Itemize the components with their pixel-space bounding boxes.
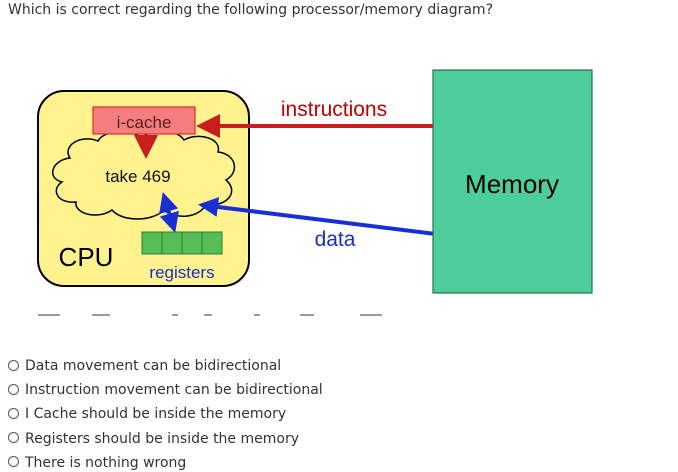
radio-button[interactable] bbox=[8, 432, 19, 444]
option-nothing-wrong[interactable]: There is nothing wrong bbox=[8, 451, 323, 472]
option-label: Registers should be inside the memory bbox=[25, 430, 299, 447]
option-label: There is nothing wrong bbox=[25, 454, 187, 471]
instruction-text: take 469 bbox=[105, 167, 170, 186]
radio-button[interactable] bbox=[8, 407, 19, 419]
instructions-label: instructions bbox=[281, 98, 387, 121]
data-label: data bbox=[315, 228, 356, 251]
cropped-text-remnant bbox=[38, 314, 382, 316]
option-registers-in-memory[interactable]: Registers should be inside the memory bbox=[8, 427, 323, 451]
memory-box bbox=[432, 69, 593, 294]
cpu-label: CPU bbox=[59, 242, 114, 272]
radio-button[interactable] bbox=[8, 456, 19, 468]
data-arrow bbox=[198, 197, 472, 246]
icache-label: i-cache bbox=[117, 113, 172, 132]
option-instruction-bidirectional[interactable]: Instruction movement can be bidirectiona… bbox=[8, 378, 323, 402]
radio-button[interactable] bbox=[8, 383, 19, 395]
option-label: Instruction movement can be bidirectiona… bbox=[25, 382, 323, 399]
registers-block bbox=[141, 231, 223, 255]
memory-label: Memory bbox=[465, 169, 559, 199]
radio-button[interactable] bbox=[8, 359, 19, 371]
question-text: Which is correct regarding the following… bbox=[8, 2, 493, 18]
option-label: I Cache should be inside the memory bbox=[25, 406, 287, 423]
core-registers-arrow bbox=[159, 192, 179, 233]
registers-label: registers bbox=[149, 263, 214, 282]
icache-box bbox=[92, 106, 196, 135]
option-data-bidirectional[interactable]: Data movement can be bidirectional bbox=[8, 354, 323, 378]
option-icache-in-memory[interactable]: I Cache should be inside the memory bbox=[8, 402, 323, 426]
answer-options: Data movement can be bidirectional Instr… bbox=[8, 354, 323, 472]
option-label: Data movement can be bidirectional bbox=[25, 358, 282, 375]
